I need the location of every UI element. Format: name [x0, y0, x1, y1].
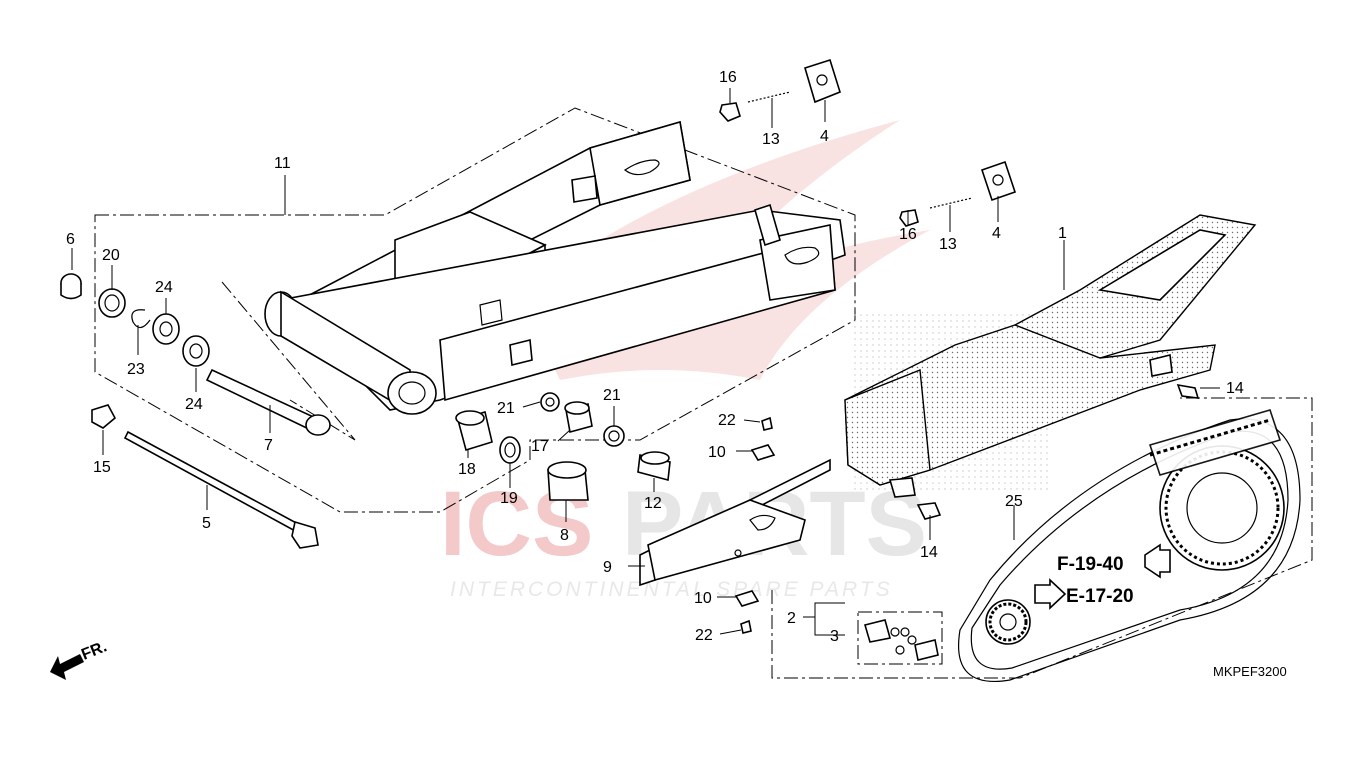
chain-slider: [639, 458, 831, 587]
callout-3: 3: [830, 628, 839, 645]
callout-9: 9: [603, 559, 612, 576]
catalog-code: MKPEF3200: [1213, 664, 1287, 679]
callout-10b: 10: [694, 590, 712, 607]
leader-lines: [71, 88, 1220, 636]
callout-14b: 14: [920, 544, 938, 561]
swingarm: [221, 120, 846, 441]
callout-4a: 4: [820, 128, 829, 145]
callout-17: 17: [531, 438, 549, 455]
callout-7: 7: [264, 437, 273, 454]
front-direction-indicator: FR.: [50, 638, 109, 680]
callout-12: 12: [644, 495, 662, 512]
reference-arrows: [1034, 543, 1171, 610]
callout-19: 19: [500, 490, 518, 507]
callout-8: 8: [560, 527, 569, 544]
group-outlines: [94, 107, 1313, 679]
callout-4b: 4: [992, 225, 1001, 242]
callout-22a: 22: [718, 412, 736, 429]
callout-24a: 24: [155, 279, 173, 296]
callout-20: 20: [102, 247, 120, 264]
drive-chain-and-sprockets: [958, 409, 1301, 682]
callout-labels: 1 2 3 4 4 5 6 7 8 9 10 10 11 12 13 13 14…: [66, 69, 1244, 645]
callout-14a: 14: [1226, 380, 1244, 397]
callout-16a: 16: [719, 69, 737, 86]
small-parts: [60, 58, 1200, 661]
callout-2: 2: [787, 610, 796, 627]
drive-sprocket: [985, 599, 1031, 645]
callout-21b: 21: [603, 387, 621, 404]
pivot-area-outline: [221, 281, 356, 441]
arrow-left-icon: [1144, 543, 1171, 579]
reference-label-e: E-17-20: [1066, 586, 1134, 607]
drive-chain-loop: [958, 418, 1301, 682]
callout-11: 11: [274, 155, 291, 172]
arrow-right-icon: [1034, 578, 1067, 610]
callout-18: 18: [458, 461, 476, 478]
drive-chain-group-outline: [771, 397, 1313, 679]
callout-1: 1: [1058, 225, 1067, 242]
callout-21a: 21: [497, 400, 515, 417]
callout-6: 6: [66, 231, 75, 248]
watermark-tagline: INTERCONTINENTAL SPARE PARTS: [450, 578, 893, 601]
callout-25: 25: [1005, 493, 1023, 510]
chain-joint-outline: [857, 611, 943, 665]
callout-15: 15: [93, 459, 111, 476]
direction-label: FR.: [79, 638, 109, 663]
callout-24b: 24: [185, 396, 203, 413]
reference-label-f: F-19-40: [1057, 554, 1124, 575]
front-arrow-icon: [50, 654, 84, 680]
callout-13a: 13: [762, 131, 780, 148]
callout-13b: 13: [939, 236, 957, 253]
callout-16b: 16: [899, 226, 917, 243]
chain-case: [844, 214, 1257, 498]
callout-10a: 10: [708, 444, 726, 461]
callout-22b: 22: [695, 627, 713, 644]
callout-5: 5: [202, 515, 211, 532]
callout-23: 23: [127, 361, 145, 378]
